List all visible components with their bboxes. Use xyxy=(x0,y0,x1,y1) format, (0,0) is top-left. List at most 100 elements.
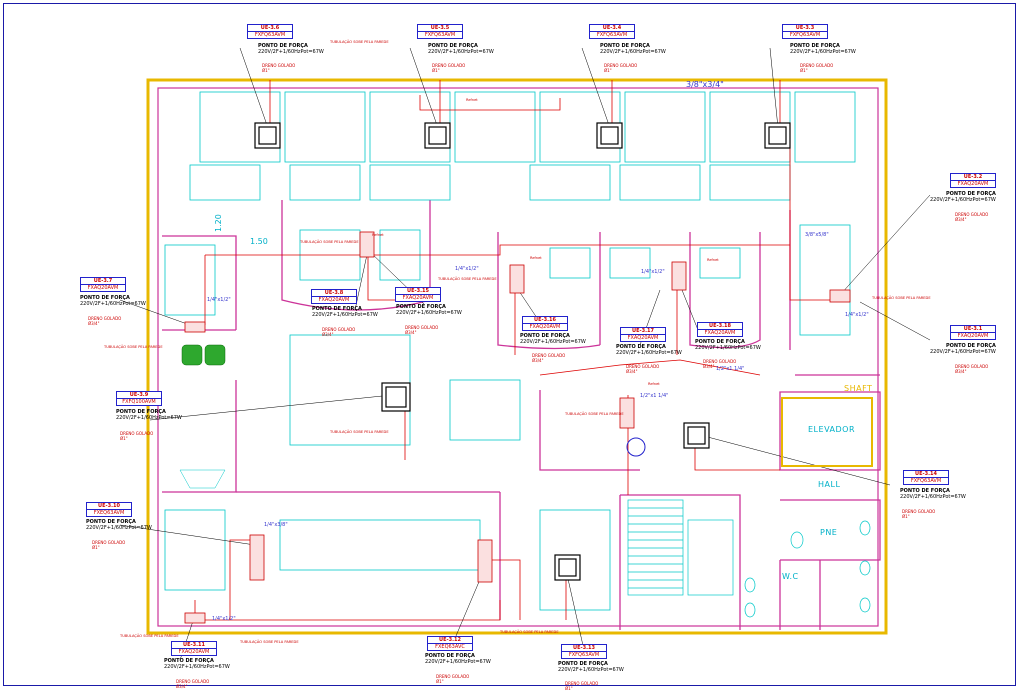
pipe-note: TUBULAÇÃO SOBE PELA PAREDE xyxy=(120,634,179,638)
pipe-note: TUBULAÇÃO SOBE PELA PAREDE xyxy=(330,430,389,434)
refnet-note: Refnet xyxy=(648,382,660,386)
pipe-note: TUBULAÇÃO SOBE PELA PAREDE xyxy=(565,412,624,416)
room-label-wc: W.C xyxy=(782,572,799,581)
inner-walls xyxy=(162,200,881,630)
pipe-size-label: 3/8"x5/8" xyxy=(805,232,829,238)
stairs xyxy=(627,499,734,596)
pipe-size-label: 1/4"x3/8" xyxy=(264,522,288,528)
unit-id: UE-3.6 xyxy=(247,24,293,32)
pipe-note: TUBULAÇÃO SOBE PELA PAREDE xyxy=(240,640,299,644)
pipe-size-label: 1/4"x1/2" xyxy=(845,312,869,318)
leader-lines xyxy=(119,47,931,661)
green-plants xyxy=(181,344,226,366)
pipe-note: TUBULAÇÃO SOBE PELA PAREDE xyxy=(872,296,931,300)
refrigerant-lines xyxy=(194,80,840,621)
dimension-1-50: 1.50 xyxy=(250,237,268,246)
pipe-size-label: 1/2"x1 1/4" xyxy=(640,393,669,399)
dimension-1-20: 1.20 xyxy=(214,214,223,232)
refnet-note: Refnet xyxy=(530,256,542,260)
room-label-shaft: SHAFT xyxy=(844,384,873,393)
wall-units xyxy=(184,231,851,624)
pipe-note: TUBULAÇÃO SOBE PELA PAREDE xyxy=(104,345,163,349)
pipe-size-label: 1/2"x1 1/4" xyxy=(716,366,745,372)
drawing-frame xyxy=(3,3,1016,686)
sanitary-fixtures xyxy=(744,520,871,618)
outer-walls xyxy=(146,78,888,635)
column-circle xyxy=(626,437,646,457)
pipe-size-label: 1/4"x1/2" xyxy=(207,297,231,303)
floor-grate xyxy=(179,469,226,489)
room-label-hall: HALL xyxy=(818,480,841,489)
pipe-size-label: 3/8"x3/4" xyxy=(686,80,724,89)
pipe-size-label: 1/4"x1/2" xyxy=(212,616,236,622)
unit-model: FXFQ63AVM xyxy=(247,32,293,39)
pipe-note: TUBULAÇÃO SOBE PELA PAREDE xyxy=(300,240,359,244)
refnet-note: Refnet xyxy=(707,258,719,262)
pipe-note: TUBULAÇÃO SOBE PELA PAREDE xyxy=(330,40,389,44)
refnet-note: Refnet xyxy=(466,98,478,102)
cassette-units xyxy=(254,122,791,581)
pipe-note: TUBULAÇÃO SOBE PELA PAREDE xyxy=(438,277,497,281)
room-label-elevator: ELEVADOR xyxy=(808,425,856,434)
desk-clusters xyxy=(164,91,856,611)
pipe-size-label: 1/4"x1/2" xyxy=(641,269,665,275)
room-label-pne: PNE xyxy=(820,528,838,537)
refnet-note: Refnet xyxy=(372,233,384,237)
pipe-note: TUBULAÇÃO SOBE PELA PAREDE xyxy=(500,630,559,634)
